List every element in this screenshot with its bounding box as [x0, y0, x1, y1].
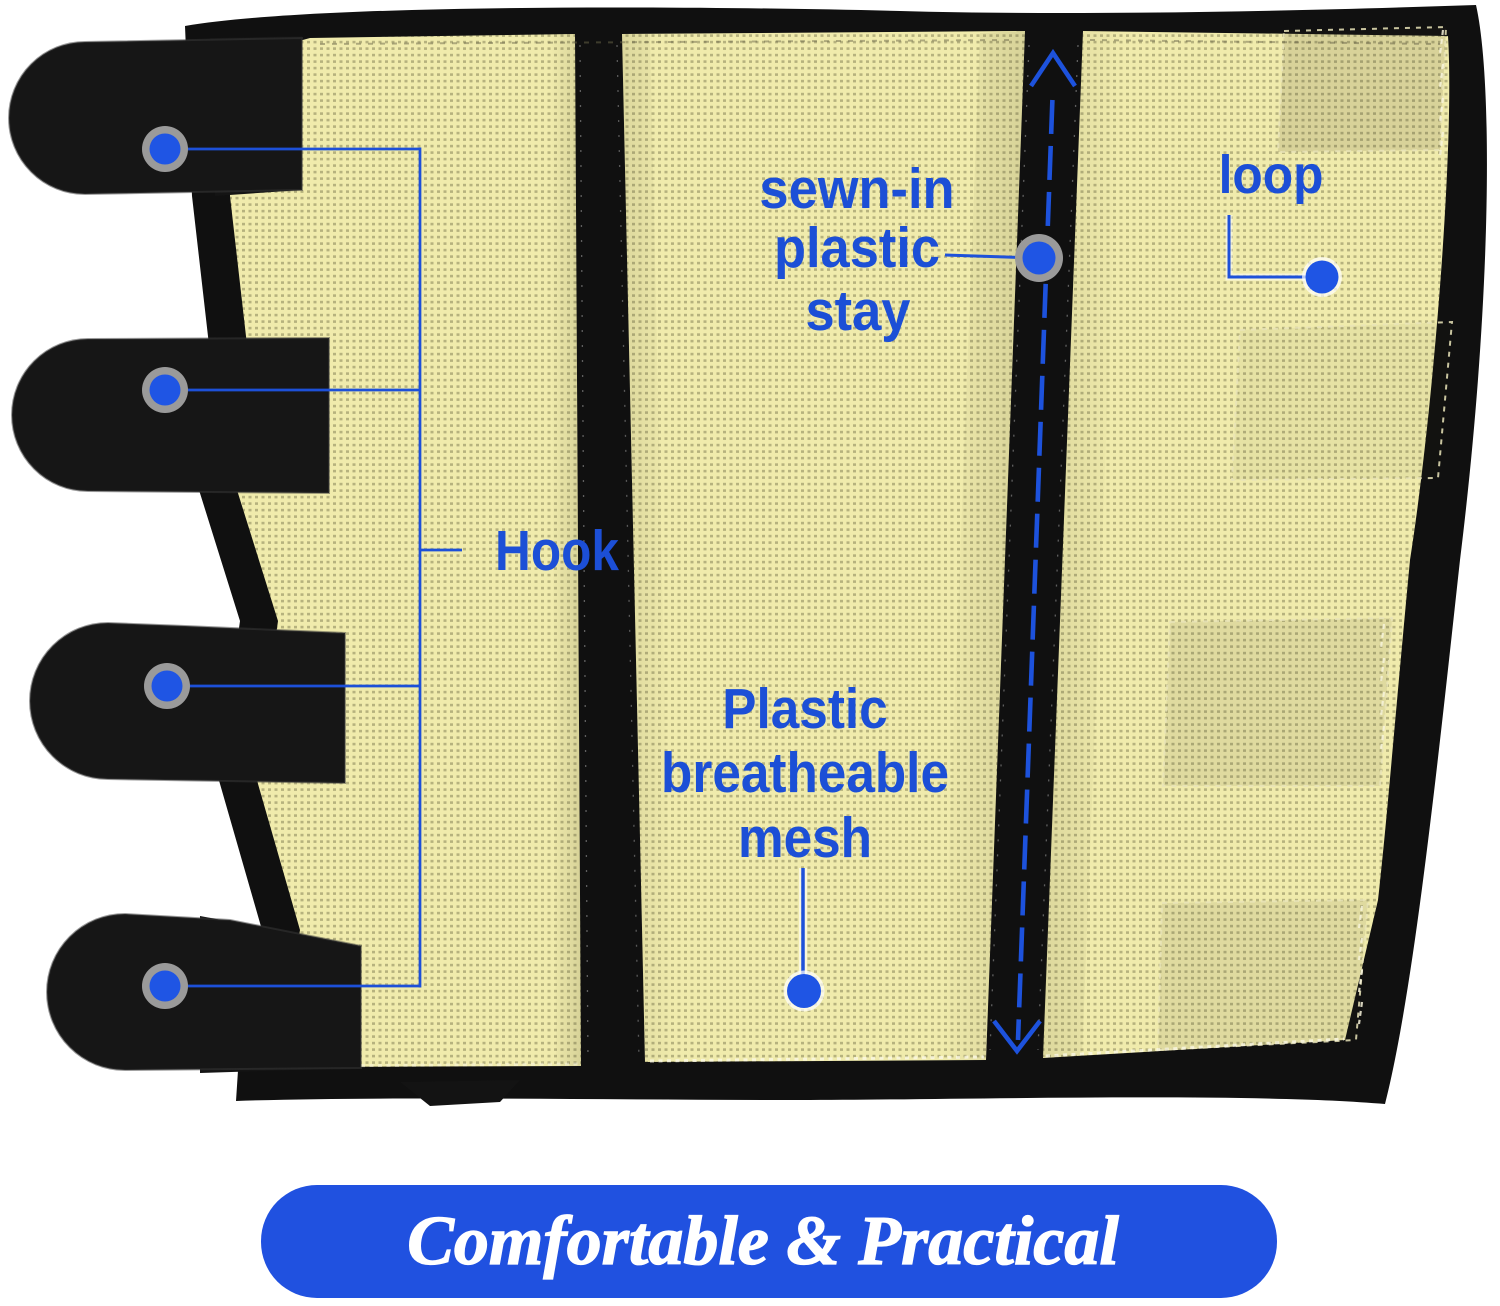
- svg-text:plastic: plastic: [774, 215, 940, 280]
- svg-text:breatheable: breatheable: [661, 742, 949, 805]
- svg-text:Hook: Hook: [495, 520, 619, 583]
- svg-text:stay: stay: [806, 278, 911, 343]
- svg-text:Comfortable & Practical: Comfortable & Practical: [407, 1203, 1119, 1280]
- svg-text:sewn-in: sewn-in: [759, 156, 954, 221]
- svg-text:Plastic: Plastic: [722, 678, 887, 741]
- svg-text:mesh: mesh: [738, 807, 872, 870]
- svg-text:loop: loop: [1219, 144, 1324, 204]
